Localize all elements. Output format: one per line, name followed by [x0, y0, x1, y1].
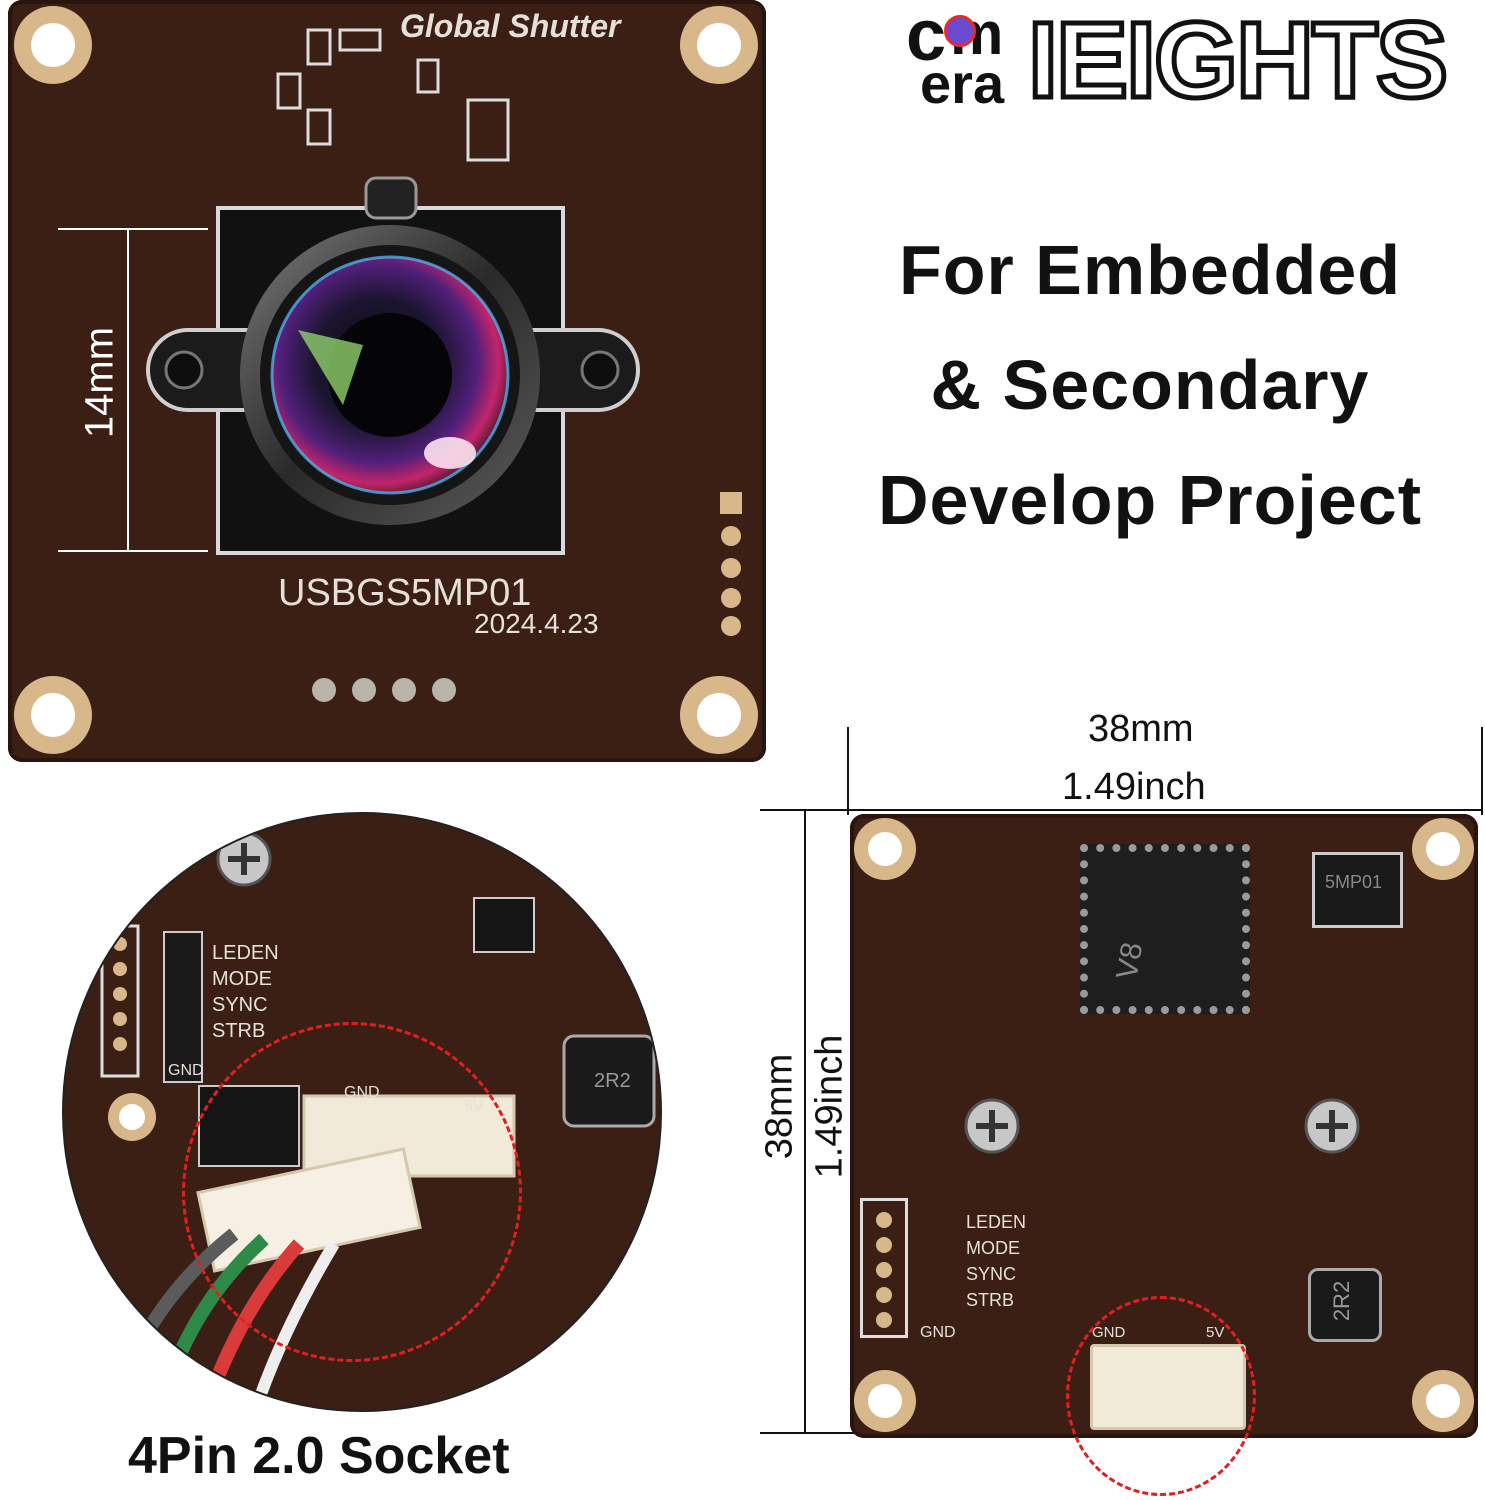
inductor	[1308, 1268, 1382, 1342]
pin-label-sync: SYNC	[966, 1264, 1017, 1284]
closeup-pin-label-sync: SYNC	[212, 994, 268, 1016]
closeup-pin-label-mode: MODE	[212, 968, 272, 990]
lens-assembly	[146, 176, 640, 555]
pin-label-leden: LEDEN	[966, 1212, 1027, 1232]
width-mm-label: 38mm	[1088, 708, 1194, 750]
pin-header-pins	[876, 1212, 892, 1328]
closeup-connector-highlight	[182, 1022, 522, 1362]
secondary-chip-label: 5MP01	[1325, 872, 1383, 892]
logo-c: c	[906, 0, 947, 76]
front-smd-components	[276, 28, 510, 162]
global-shutter-label: Global Shutter	[400, 8, 621, 44]
mounting-hole-br	[680, 676, 758, 754]
mounting-hole-tr	[680, 6, 758, 84]
closeup-pin-label-gnd: GND	[168, 1062, 204, 1079]
mounting-hole-bl	[14, 676, 92, 754]
secondary-chip	[1312, 852, 1403, 928]
height-mm-label: 38mm	[758, 1053, 801, 1160]
model-label: USBGS5MP01	[278, 572, 532, 614]
front-board: Global Shutter	[8, 0, 766, 762]
logo-wordmark: IEIGHTS	[1025, 0, 1450, 123]
pin-header	[860, 1198, 908, 1338]
height-inch-label: 1.49inch	[808, 1034, 851, 1179]
back-hole-br	[1412, 1370, 1474, 1432]
mounting-hole-tl	[14, 6, 92, 84]
closeup-inductor-label: 2R2	[594, 1070, 631, 1092]
pin-label-strb: STRB	[966, 1290, 1015, 1310]
main-processor-chip	[1080, 844, 1250, 1014]
main-chip-label: V8	[1110, 939, 1150, 982]
brand-logo: c m era IEIGHTS	[900, 0, 1480, 123]
back-screw-right	[1304, 1098, 1360, 1154]
back-hole-tl	[854, 818, 916, 880]
logo-era: era	[920, 52, 1005, 115]
inductor-label: 2R2	[1329, 1280, 1355, 1322]
back-hole-tr	[1412, 818, 1474, 880]
pin-label-gnd: GND	[920, 1324, 956, 1341]
headline-line-3: Develop Project	[877, 461, 1423, 539]
back-hole-bl	[854, 1370, 916, 1432]
front-test-pads	[312, 678, 456, 702]
closeup-pin-label-strb: STRB	[212, 1020, 266, 1042]
back-connector-highlight	[1066, 1296, 1256, 1496]
headline-line-2: & Secondary	[930, 346, 1370, 424]
pin-label-mode: MODE	[966, 1238, 1020, 1258]
closeup-caption: 4Pin 2.0 Socket	[128, 1427, 510, 1485]
lens-dimension-label: 14mm	[77, 326, 122, 439]
front-side-pins	[720, 492, 742, 636]
closeup-pin-label-leden: LEDEN	[212, 942, 279, 964]
back-screw-left	[964, 1098, 1020, 1154]
headline-line-1: For Embedded	[898, 231, 1402, 309]
date-label: 2024.4.23	[474, 608, 599, 639]
back-board-dimension-lines	[760, 727, 1483, 1434]
lens-dimension-lines	[58, 228, 208, 552]
logo-lens-icon	[944, 15, 976, 47]
width-inch-label: 1.49inch	[1062, 766, 1206, 808]
